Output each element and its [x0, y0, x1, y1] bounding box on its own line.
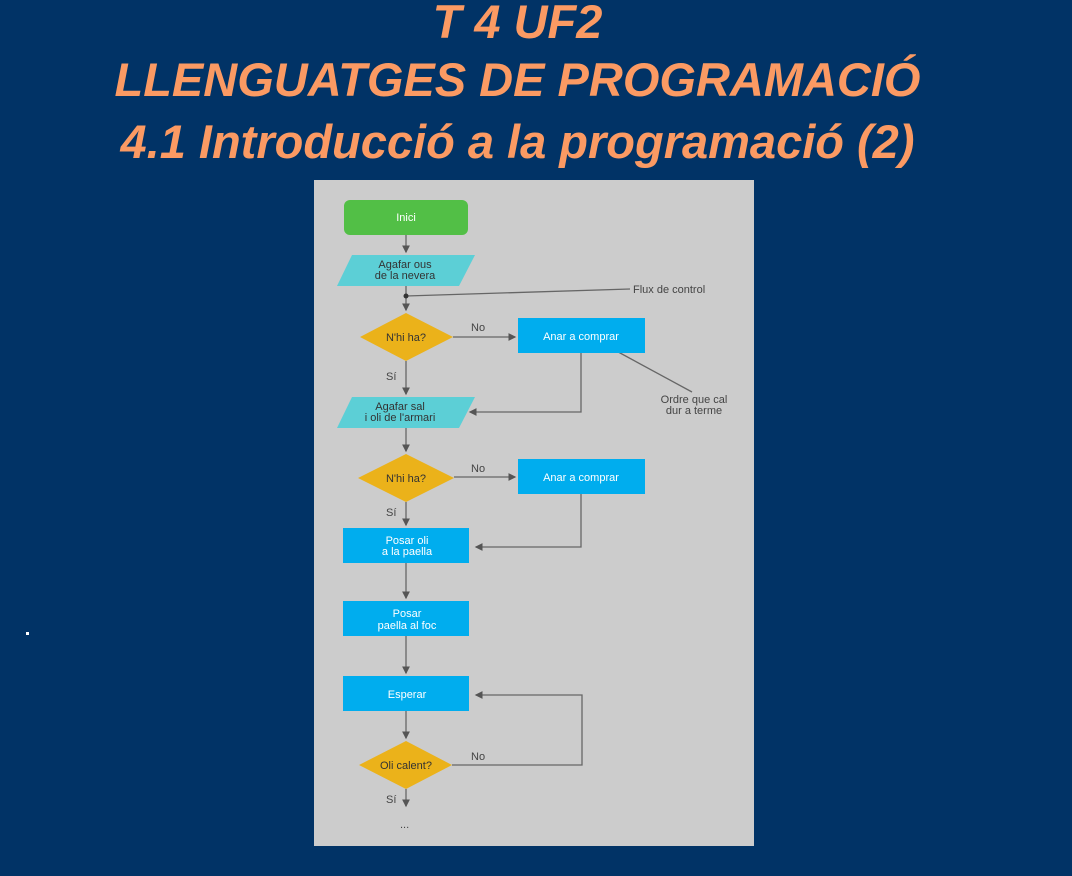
svg-text:Posar: Posar — [393, 608, 422, 620]
svg-text:Ordre que cal: Ordre que cal — [661, 394, 728, 406]
svg-text:dur a terme: dur a terme — [666, 405, 722, 417]
slide-title-line-1: T 4 UF2 — [432, 0, 603, 48]
svg-text:Flux de control: Flux de control — [633, 284, 705, 296]
process-node-buy-2: Anar a comprar — [518, 459, 645, 494]
svg-text:No: No — [471, 463, 485, 475]
svg-text:Sí: Sí — [386, 794, 396, 806]
svg-text:Agafar sal: Agafar sal — [375, 401, 425, 413]
svg-text:Sí: Sí — [386, 371, 396, 383]
decision-node-2: N'hi ha? — [358, 454, 454, 502]
svg-text:Agafar ous: Agafar ous — [378, 259, 432, 271]
process-node-pan-fire: Posar paella al foc — [343, 601, 469, 636]
decision-node-1: N'hi ha? — [360, 313, 453, 361]
annotations: Flux de control Ordre que cal dur a term… — [633, 284, 727, 417]
bullet-dot — [26, 632, 29, 635]
io-node-eggs: Agafar ous de la nevera — [337, 255, 475, 286]
svg-text:de la nevera: de la nevera — [375, 270, 436, 282]
svg-text:N'hi ha?: N'hi ha? — [386, 473, 426, 485]
process-node-buy-1: Anar a comprar — [518, 318, 645, 353]
connectors — [402, 235, 693, 808]
svg-text:No: No — [471, 322, 485, 334]
edge-labels: No Sí No Sí No Sí ... — [386, 322, 485, 831]
svg-text:Anar a comprar: Anar a comprar — [543, 331, 619, 343]
svg-text:Esperar: Esperar — [388, 689, 427, 701]
svg-text:...: ... — [400, 819, 409, 831]
svg-text:a la paella: a la paella — [382, 546, 433, 558]
diagram-panel — [314, 180, 754, 846]
svg-text:Inici: Inici — [396, 212, 416, 224]
svg-text:No: No — [471, 751, 485, 763]
svg-text:paella al foc: paella al foc — [378, 620, 437, 632]
svg-text:Sí: Sí — [386, 507, 396, 519]
svg-text:N'hi ha?: N'hi ha? — [386, 332, 426, 344]
svg-text:Posar oli: Posar oli — [386, 535, 429, 547]
slide-title-line-3: 4.1 Introducció a la programació (2) — [120, 115, 915, 168]
svg-text:Oli calent?: Oli calent? — [380, 760, 432, 772]
process-node-wait: Esperar — [343, 676, 469, 711]
io-node-salt-oil: Agafar sal i oli de l'armari — [337, 397, 475, 428]
decision-node-3: Oli calent? — [359, 741, 452, 789]
slide-title-line-2: LLENGUATGES DE PROGRAMACIÓ — [114, 53, 921, 106]
process-node-oil-pan: Posar oli a la paella — [343, 528, 469, 563]
svg-text:i oli de l'armari: i oli de l'armari — [365, 412, 436, 424]
svg-text:Anar a comprar: Anar a comprar — [543, 472, 619, 484]
start-node: Inici — [344, 200, 468, 235]
